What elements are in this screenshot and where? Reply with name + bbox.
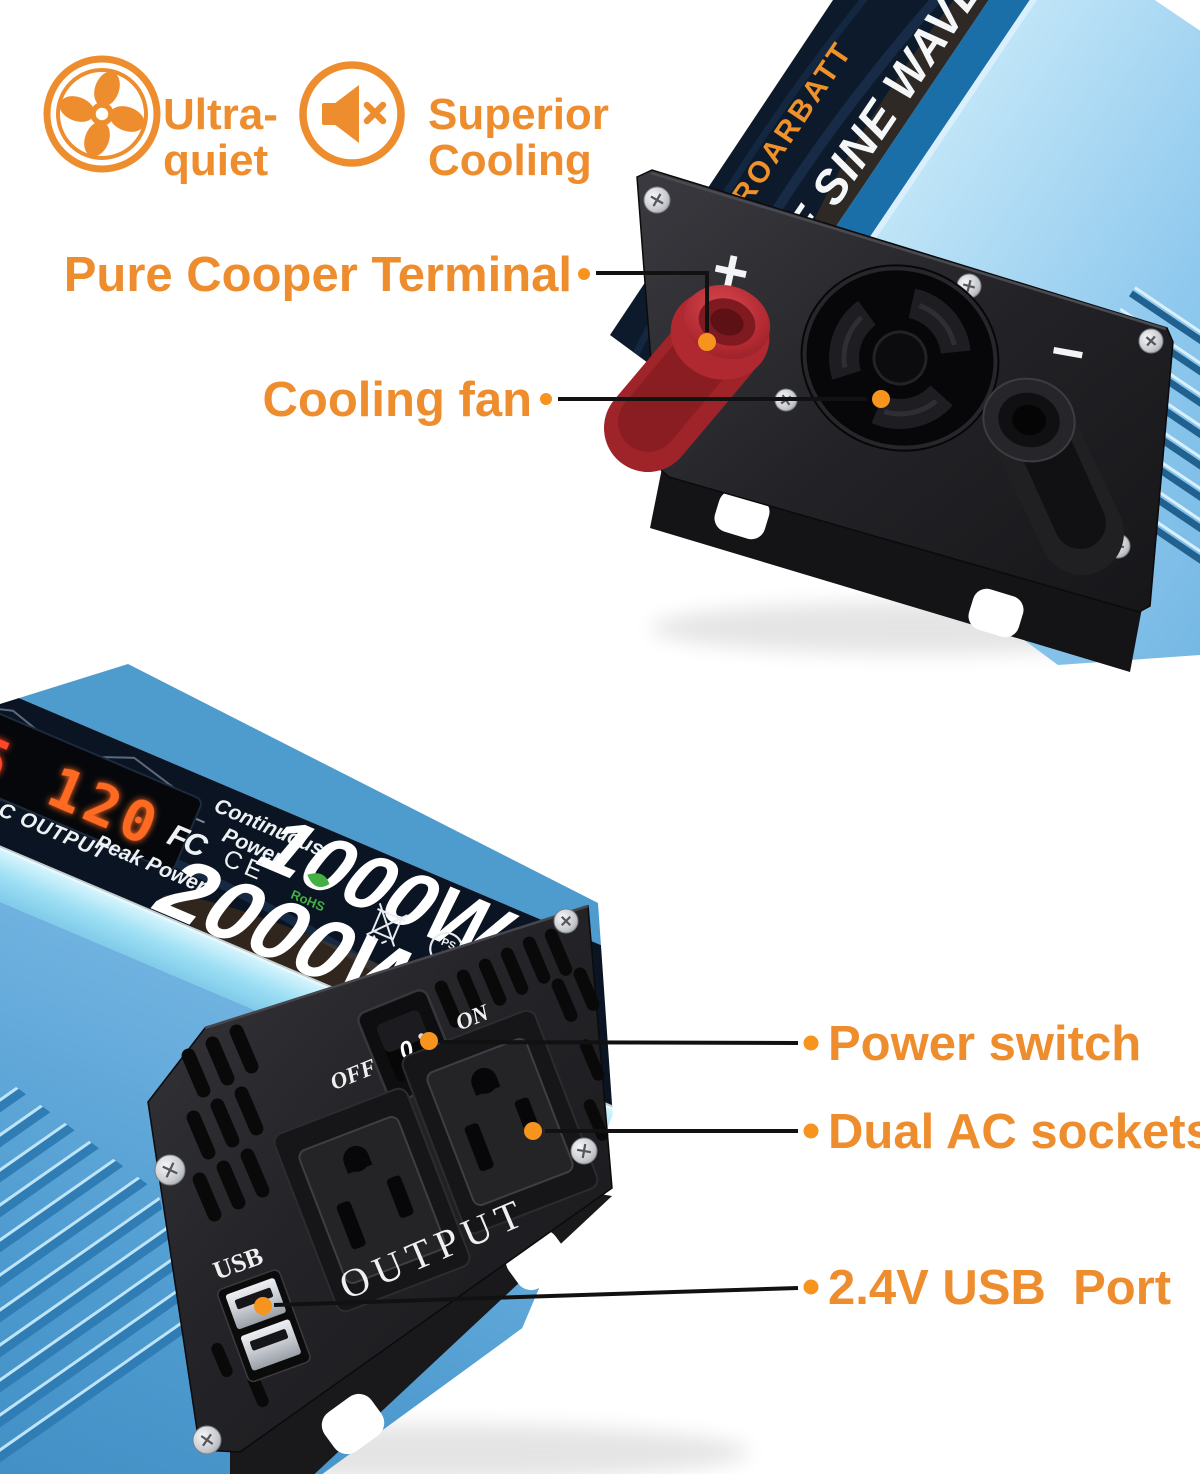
pointer-dot xyxy=(698,333,716,351)
ac-socket-right[interactable] xyxy=(400,1008,601,1236)
feature-label: Cooling xyxy=(428,136,592,185)
callout-cooling-fan: Cooling fan xyxy=(263,373,890,427)
screw xyxy=(570,1137,598,1165)
mounting-flange xyxy=(650,468,1142,672)
neutral-slot xyxy=(336,1201,366,1250)
dc-panel: + − xyxy=(604,169,1174,613)
usb-port[interactable]: USB xyxy=(205,1237,312,1383)
screw xyxy=(192,1425,222,1455)
pointer-dot xyxy=(420,1032,438,1050)
feature-label: Ultra- xyxy=(163,90,278,139)
feature-superior-cooling: Superior Cooling xyxy=(299,61,609,185)
callout-dual-ac-sockets: Dual AC sockets xyxy=(524,1105,1200,1159)
feature-ultra-quiet: Ultra- quiet xyxy=(43,55,278,185)
bracket-notch xyxy=(321,1393,385,1455)
screw xyxy=(553,908,579,934)
feature-label: quiet xyxy=(163,136,268,185)
negative-terminal xyxy=(982,377,1124,575)
callout-pure-copper-terminal: Pure Cooper Terminal xyxy=(64,248,716,351)
panel-edge-highlight xyxy=(204,904,589,1030)
callout-power-switch: Power switch xyxy=(420,1017,1141,1071)
flange-notch xyxy=(714,490,770,540)
label-bullet xyxy=(803,1123,819,1139)
callout-label: Cooling fan xyxy=(263,373,532,427)
pointer-dot xyxy=(254,1297,272,1315)
screw xyxy=(154,1154,186,1186)
pointer-dot xyxy=(524,1122,542,1140)
positive-terminal xyxy=(604,284,771,472)
callout-label: Pure Cooper Terminal xyxy=(64,248,572,302)
ac-socket-left[interactable] xyxy=(272,1086,473,1314)
ground-hole xyxy=(472,1076,501,1096)
strip-texture xyxy=(807,0,1023,250)
mounting-bracket xyxy=(229,1191,612,1474)
panel-edge-highlight xyxy=(650,171,1167,331)
label-bullet xyxy=(803,1279,819,1295)
feature-label: Superior xyxy=(428,90,609,139)
ground-hole xyxy=(344,1154,373,1174)
screw xyxy=(643,186,671,214)
fan-icon xyxy=(43,55,161,173)
hot-slot xyxy=(386,1175,414,1218)
neutral-slot xyxy=(464,1123,494,1172)
vent-slots xyxy=(181,928,609,1408)
callout-usb-port: 2.4V USB Port xyxy=(254,1261,1171,1315)
label-bullet xyxy=(803,1035,819,1051)
callout-label: Dual AC sockets xyxy=(828,1105,1200,1159)
label-bullet xyxy=(540,393,552,405)
pointer-dot xyxy=(872,390,890,408)
flange-notch xyxy=(968,588,1024,638)
callout-label: 2.4V USB Port xyxy=(828,1261,1171,1315)
callout-label: Power switch xyxy=(828,1017,1141,1071)
muted-speaker-icon xyxy=(299,61,405,167)
label-bullet xyxy=(578,268,590,280)
weee-bin-icon xyxy=(366,903,408,947)
screw xyxy=(1138,328,1164,354)
cooling-fan xyxy=(800,264,1000,452)
